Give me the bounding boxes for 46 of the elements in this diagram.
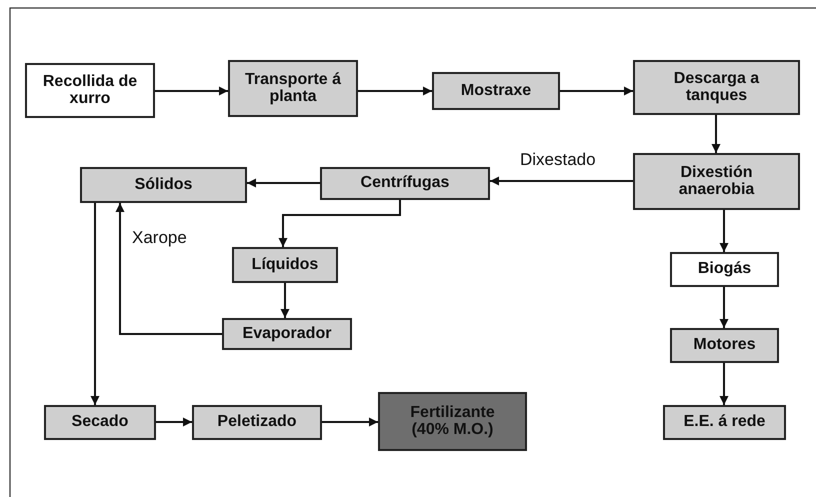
arrow xyxy=(720,363,728,405)
process-box xyxy=(25,63,155,118)
step-label: Fertilizante (40% M.O.) xyxy=(409,404,496,438)
process-box xyxy=(378,392,527,451)
step-label: Descarga a tanques xyxy=(672,70,760,104)
step-label: Secado xyxy=(72,414,128,431)
process-box xyxy=(663,405,786,440)
step-label: Sólidos xyxy=(134,176,192,194)
process-box xyxy=(670,328,779,363)
step-label: Peletizado xyxy=(217,414,297,431)
arrow xyxy=(358,86,432,96)
process-box xyxy=(633,60,800,115)
step-label: Recollida de xurro xyxy=(42,74,138,108)
arrow xyxy=(560,86,633,96)
arrow xyxy=(278,200,401,247)
step-label: Dixestión anaerobia xyxy=(678,164,756,198)
step-label: Transporte á planta xyxy=(244,72,342,106)
process-box xyxy=(320,167,490,200)
arrow xyxy=(322,418,378,426)
step-label: Biogás xyxy=(698,261,752,278)
process-box xyxy=(432,72,560,110)
arrow xyxy=(720,287,728,328)
arrow xyxy=(155,86,228,96)
arrow xyxy=(156,418,192,426)
process-box xyxy=(670,252,779,287)
step-label: Motores xyxy=(693,337,756,354)
arrow xyxy=(247,178,320,188)
process-box xyxy=(80,167,247,203)
arrow xyxy=(116,203,222,335)
process-box xyxy=(232,247,338,283)
arrow xyxy=(720,210,728,252)
process-box xyxy=(633,153,800,210)
step-label: E.E. á rede xyxy=(684,414,766,431)
process-box xyxy=(228,60,358,117)
arrow xyxy=(712,115,720,153)
process-box xyxy=(44,405,156,440)
process-box xyxy=(222,318,352,350)
step-label: Líquidos xyxy=(252,256,318,274)
arrow xyxy=(490,176,633,186)
arrow xyxy=(280,283,290,318)
edge-label: Xarope xyxy=(130,228,189,248)
step-label: Centrífugas xyxy=(360,175,450,192)
arrow xyxy=(90,203,100,405)
step-label: Evaporador xyxy=(242,326,332,342)
step-label: Mostraxe xyxy=(460,82,532,100)
process-box xyxy=(192,405,322,440)
